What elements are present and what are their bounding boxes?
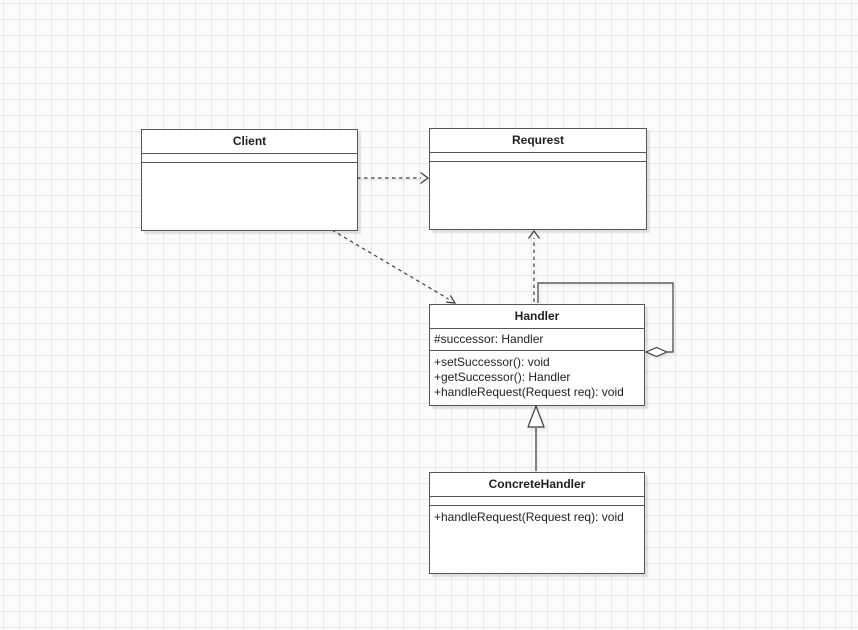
class-concrete-handler-title: ConcreteHandler [430, 473, 644, 497]
attribute-successor: #successor: Handler [434, 332, 544, 346]
client-handler-dependency-edge[interactable] [331, 229, 457, 304]
hollow-triangle-icon [527, 404, 545, 428]
client-handler-dependency-line[interactable] [331, 229, 449, 300]
class-requrest-methods-compartment [430, 162, 646, 229]
method-handle-request: +handleRequest(Request req): void [434, 385, 624, 399]
class-concrete-handler-methods-compartment: +handleRequest(Request req): void [430, 506, 644, 573]
open-arrowhead-icon [420, 172, 430, 184]
handler-self-aggregation-edge[interactable] [537, 282, 674, 358]
method-handle-request: +handleRequest(Request req): void [434, 510, 624, 524]
handler-requrest-dependency-edge[interactable] [528, 229, 540, 302]
open-arrowhead-icon [528, 229, 540, 239]
class-requrest[interactable]: Requrest [429, 128, 647, 230]
method-get-successor: +getSuccessor(): Handler [434, 370, 571, 384]
class-handler[interactable]: Handler #successor: Handler +setSuccesso… [429, 304, 645, 406]
class-requrest-title: Requrest [430, 129, 646, 153]
class-client-methods-compartment [142, 163, 357, 230]
class-handler-methods-compartment: +setSuccessor(): void +getSuccessor(): H… [430, 351, 644, 405]
class-concrete-handler[interactable]: ConcreteHandler +handleRequest(Request r… [429, 472, 645, 574]
class-concrete-handler-attributes-compartment [430, 497, 644, 506]
class-client[interactable]: Client [141, 129, 358, 231]
method-set-successor: +setSuccessor(): void [434, 355, 550, 369]
class-client-attributes-compartment [142, 154, 357, 163]
concretehandler-handler-generalization-edge[interactable] [527, 404, 545, 471]
client-requrest-dependency-edge[interactable] [357, 172, 430, 184]
class-client-title: Client [142, 130, 357, 154]
open-arrowhead-icon [446, 295, 457, 304]
handler-self-loop-line[interactable] [537, 282, 674, 353]
class-requrest-attributes-compartment [430, 153, 646, 162]
hollow-diamond-icon [644, 346, 669, 358]
class-handler-title: Handler [430, 305, 644, 329]
class-handler-attributes-compartment: #successor: Handler [430, 329, 644, 351]
